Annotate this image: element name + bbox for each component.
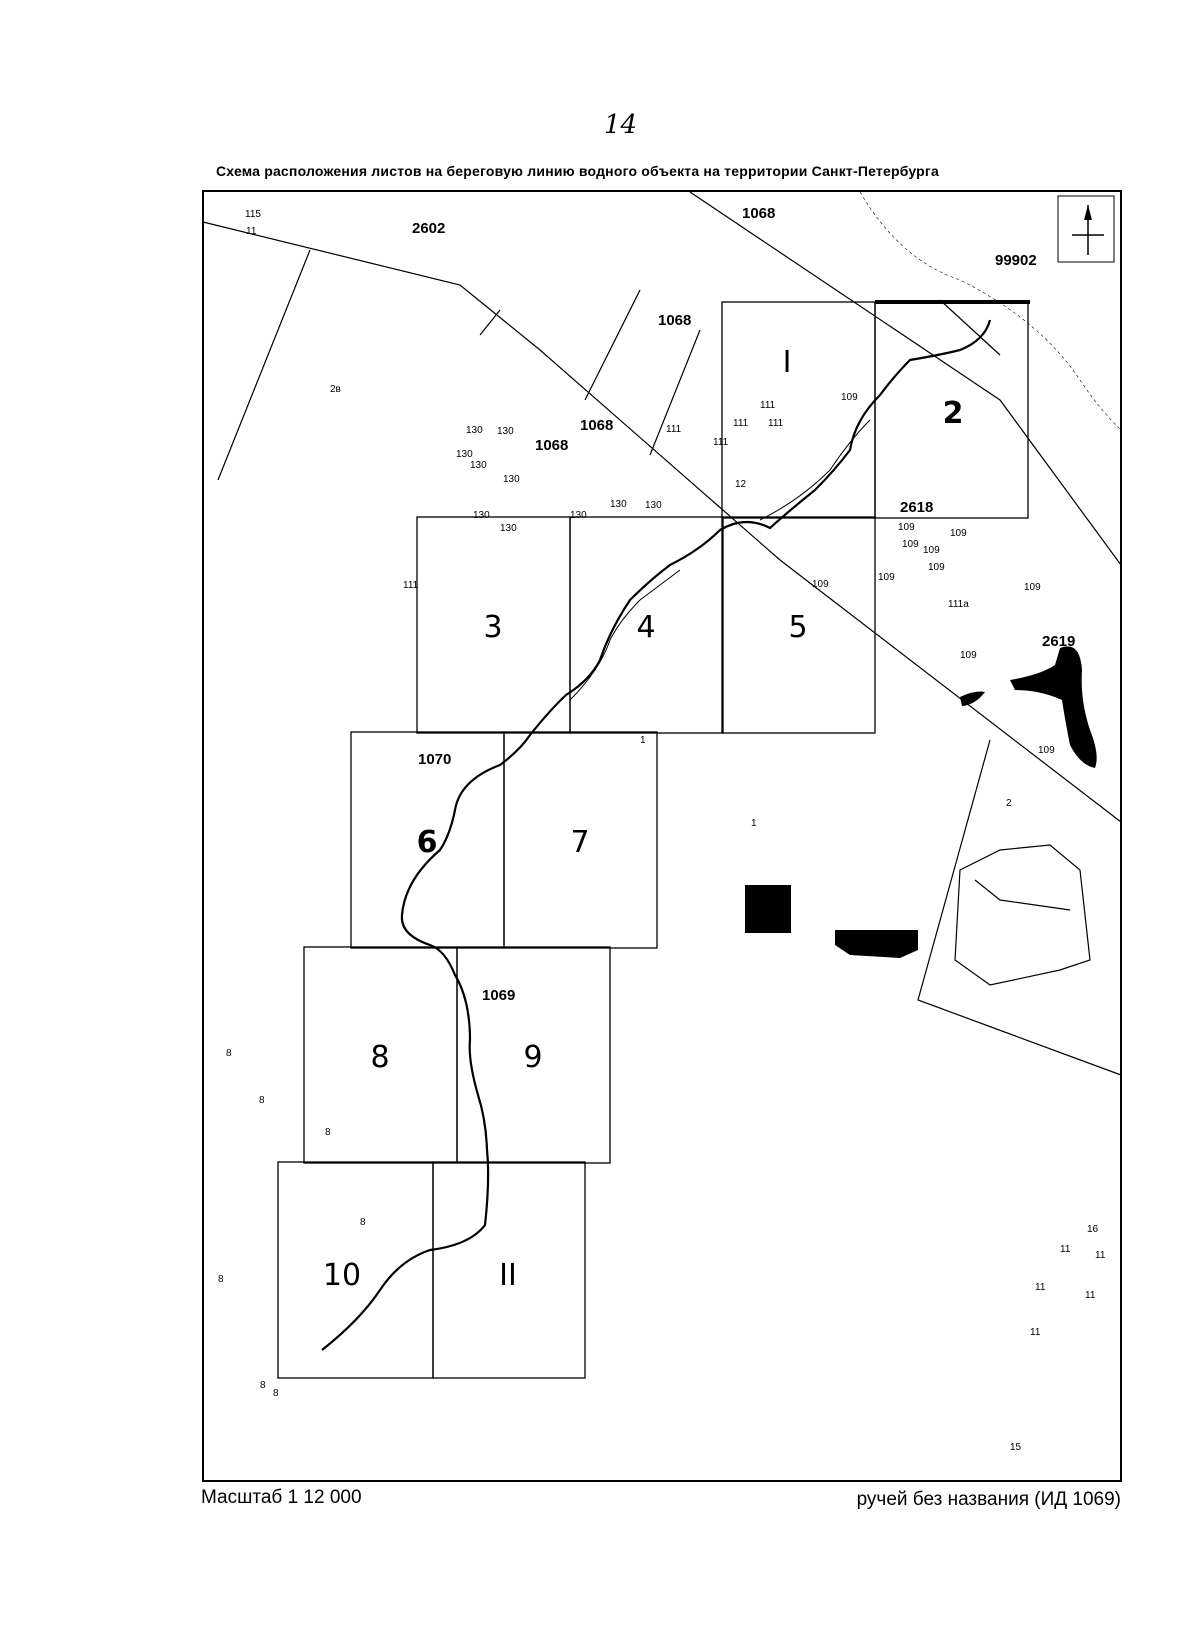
boundary-lines	[202, 191, 1122, 1076]
parcel-label: 130	[503, 474, 520, 485]
parcel-label: 11	[246, 226, 257, 237]
north-arrow-icon	[1057, 195, 1115, 263]
parcel-label: 8	[325, 1127, 331, 1138]
parcel-label: 111	[760, 400, 776, 411]
zone-labels: 2602 1068 99902 1068 1068 1068 2618 2619…	[412, 205, 1075, 1004]
parcel-label: 115	[245, 209, 261, 220]
zone-label: 99902	[995, 252, 1037, 269]
parcel-label: 1	[751, 818, 757, 829]
sheet-label-4: 4	[636, 610, 655, 645]
zone-label: 1068	[658, 312, 691, 329]
sheet-label-11: II	[499, 1258, 517, 1293]
parcel-label: 11	[1035, 1282, 1046, 1293]
parcel-label: 109	[898, 522, 915, 533]
zone-label: 1069	[482, 987, 515, 1004]
zone-label: 1070	[418, 751, 451, 768]
parcel-label: 130	[456, 449, 473, 460]
parcel-label: 8	[273, 1388, 279, 1399]
parcel-label: 111	[768, 418, 784, 429]
stream-line	[321, 319, 992, 1351]
parcel-label: 2в	[330, 384, 341, 395]
sheet-labels: I 2 3 4 5 6 7 8 9 10 II	[323, 345, 964, 1293]
parcel-label: 11	[1060, 1244, 1071, 1255]
zone-label: 2619	[1042, 633, 1075, 650]
parcel-label: 109	[878, 572, 895, 583]
parcel-label: 130	[645, 500, 662, 511]
parcel-label: 130	[470, 460, 487, 471]
parcel-label: 109	[928, 562, 945, 573]
map-frame	[202, 190, 1122, 1482]
parcel-label: 111	[666, 424, 682, 435]
sheet-label-7: 7	[570, 825, 589, 860]
zone-label: 1068	[535, 437, 568, 454]
sheet-label-8: 8	[370, 1040, 389, 1075]
sheet-label-5: 5	[788, 610, 807, 645]
parcel-label: 8	[226, 1048, 232, 1059]
parcel-label: 111	[403, 580, 419, 591]
parcel-label: 130	[610, 499, 627, 510]
parcel-label: 11	[1095, 1250, 1106, 1261]
parcel-label: 8	[218, 1274, 224, 1285]
sheet-label-9: 9	[523, 1040, 542, 1075]
parcel-label: 109	[950, 528, 967, 539]
sheet-label-2: 2	[943, 396, 964, 431]
page-number: 14	[604, 110, 638, 140]
parcel-label: 130	[497, 426, 514, 437]
sheet-label-6: 6	[417, 825, 438, 860]
parcel-label: 109	[960, 650, 977, 661]
sheet-label-10: 10	[323, 1258, 361, 1293]
sheet-label-1: I	[783, 345, 792, 380]
zone-label: 1068	[742, 205, 775, 222]
parcel-label: 130	[500, 523, 517, 534]
sheet-label-3: 3	[483, 610, 502, 645]
parcel-label: 15	[1010, 1442, 1022, 1453]
map-title: Схема расположения листов на береговую л…	[216, 163, 939, 179]
parcel-labels: 115 11 2в 130 130 130 130 130 130 130 13…	[218, 209, 1106, 1453]
parcel-label: 109	[841, 392, 858, 403]
parcel-label: 130	[473, 510, 490, 521]
parcel-label: 111а	[948, 599, 969, 610]
parcel-label: 109	[1038, 745, 1055, 756]
sheet-grid	[277, 301, 1029, 1379]
parcel-label: 12	[735, 479, 747, 490]
parcel-label: 8	[259, 1095, 265, 1106]
parcel-label: 16	[1087, 1224, 1099, 1235]
parcel-label: 109	[923, 545, 940, 556]
zone-label: 2602	[412, 220, 445, 237]
parcel-label: 130	[570, 510, 587, 521]
parcel-label: 2	[1006, 798, 1012, 809]
water-body	[745, 646, 1097, 958]
parcel-label: 111	[713, 437, 729, 448]
map-scale: Масштаб 1 12 000	[201, 1487, 362, 1508]
parcel-label: 11	[1085, 1290, 1096, 1301]
parcel-label: 111	[733, 418, 749, 429]
parcel-label: 109	[902, 539, 919, 550]
map-caption: ручей без названия (ИД 1069)	[856, 1489, 1121, 1510]
parcel-label: 11	[1030, 1327, 1041, 1338]
parcel-label: 8	[360, 1217, 366, 1228]
parcel-label: 109	[812, 579, 829, 590]
parcel-label: 130	[466, 425, 483, 436]
zone-label: 2618	[900, 499, 933, 516]
parcel-label: 109	[1024, 582, 1041, 593]
parcel-label: 8	[260, 1380, 266, 1391]
parcel-label: 1	[640, 735, 646, 746]
zone-label: 1068	[580, 417, 613, 434]
